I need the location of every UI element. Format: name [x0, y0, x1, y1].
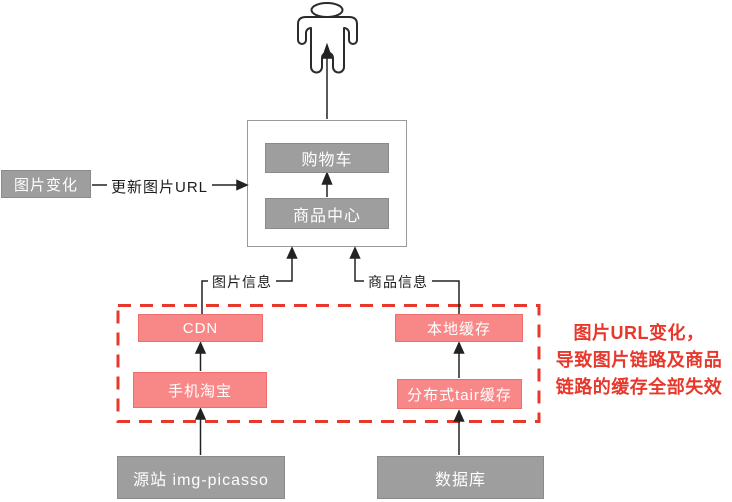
node-database: 数据库 [377, 456, 544, 499]
node-image-change: 图片变化 [1, 170, 91, 198]
failure-annotation-line2: 导致图片链路及商品 [555, 350, 723, 370]
failure-annotation: 图片URL变化， 导致图片链路及商品 链路的缓存全部失效 [546, 320, 732, 401]
edge-label-image-info: 图片信息 [208, 271, 276, 293]
edge-label-update-image-url: 更新图片URL [107, 175, 213, 198]
failure-zone-dashed-border [116, 304, 541, 423]
node-product-center: 商品中心 [265, 198, 389, 229]
node-origin-img-picasso: 源站 img-picasso [117, 456, 285, 499]
node-tair-cache: 分布式tair缓存 [397, 379, 522, 409]
failure-annotation-line1: 图片URL变化， [573, 323, 705, 343]
failure-annotation-line3: 链路的缓存全部失效 [555, 377, 723, 397]
node-mobile-taobao: 手机淘宝 [133, 372, 267, 408]
edge-label-product-info: 商品信息 [364, 271, 432, 293]
node-shopping-cart: 购物车 [265, 143, 389, 173]
node-cdn: CDN [138, 314, 263, 342]
node-local-cache: 本地缓存 [395, 314, 523, 342]
